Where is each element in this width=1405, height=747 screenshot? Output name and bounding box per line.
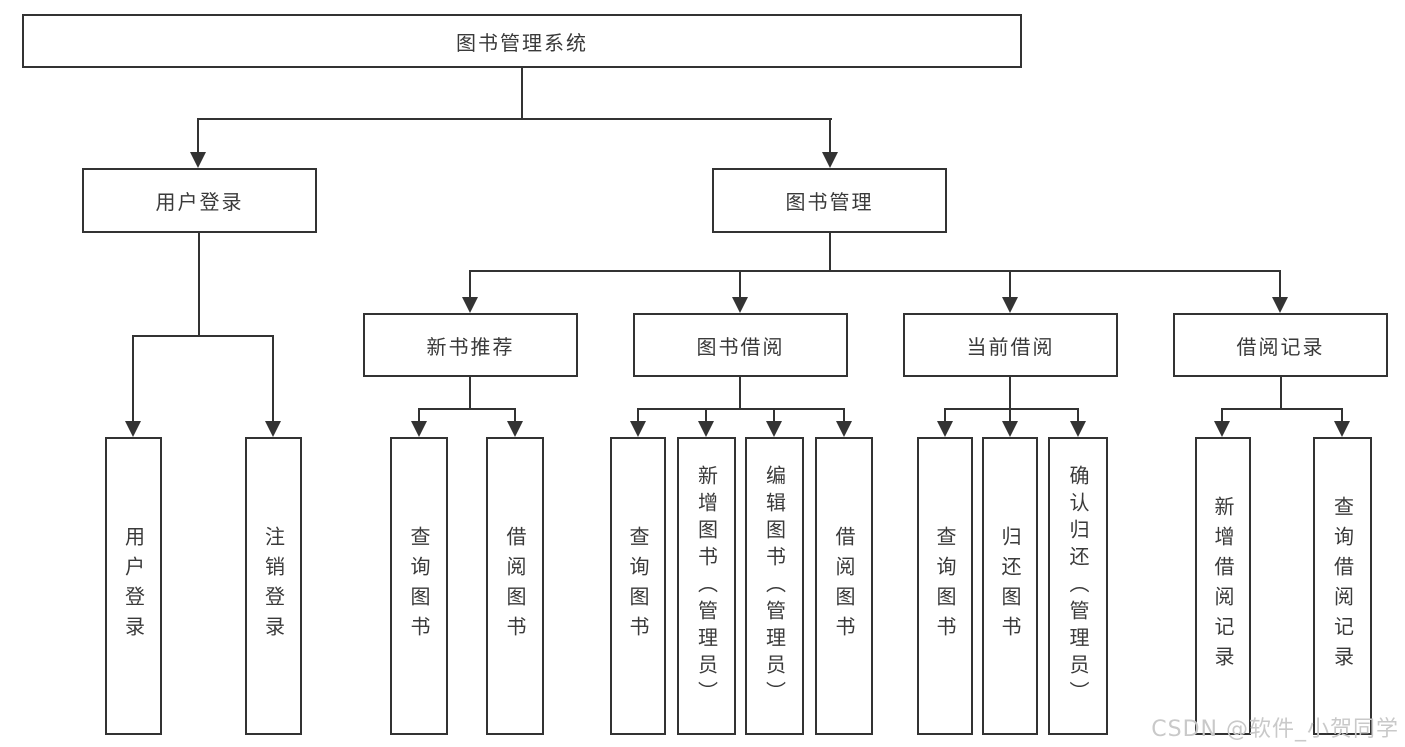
- node-leaf-edit-book: 编辑图书（管理员）: [745, 437, 804, 735]
- connector-line: [739, 270, 741, 301]
- connector-line: [469, 270, 471, 301]
- connector-line: [521, 68, 523, 118]
- node-label-leaf-add-record: 新增借阅记录: [1211, 496, 1235, 676]
- arrowhead-icon: [1272, 297, 1288, 313]
- arrowhead-icon: [630, 421, 646, 437]
- node-label-leaf-query-book-1: 查询图书: [407, 526, 431, 646]
- connector-line: [829, 118, 831, 156]
- connector-line: [272, 335, 274, 425]
- node-label-book-borrowing: 图书借阅: [696, 334, 785, 359]
- node-current-borrowing: 当前借阅: [903, 313, 1118, 377]
- node-label-leaf-query-record: 查询借阅记录: [1330, 496, 1355, 676]
- connector-line: [1009, 377, 1011, 408]
- node-leaf-add-record: 新增借阅记录: [1195, 437, 1251, 735]
- node-book-borrowing: 图书借阅: [633, 313, 848, 377]
- node-label-new-book-recommend: 新书推荐: [426, 334, 515, 359]
- node-label-leaf-edit-book: 编辑图书（管理员）: [762, 464, 787, 708]
- arrowhead-icon: [937, 421, 953, 437]
- node-label-leaf-confirm-return: 确认归还（管理员）: [1066, 464, 1090, 708]
- arrowhead-icon: [1002, 297, 1018, 313]
- connector-line: [469, 377, 471, 408]
- connector-line: [1341, 408, 1343, 425]
- arrowhead-icon: [1002, 421, 1018, 437]
- node-root-system: 图书管理系统: [22, 14, 1022, 68]
- node-leaf-borrow-book-1: 借阅图书: [486, 437, 544, 735]
- arrowhead-icon: [822, 152, 838, 168]
- node-borrowing-records: 借阅记录: [1173, 313, 1388, 377]
- connector-line: [132, 335, 274, 337]
- connector-line: [637, 408, 845, 410]
- node-label-leaf-borrow-book-2: 借阅图书: [832, 526, 856, 646]
- connector-line: [1009, 408, 1011, 425]
- node-label-root-system: 图书管理系统: [456, 30, 588, 55]
- connector-line: [1009, 270, 1011, 301]
- node-leaf-query-record: 查询借阅记录: [1313, 437, 1372, 735]
- connector-line: [469, 270, 1281, 272]
- node-label-user-login: 用户登录: [155, 190, 244, 214]
- node-leaf-query-book-2: 查询图书: [610, 437, 666, 735]
- node-leaf-borrow-book-2: 借阅图书: [815, 437, 873, 735]
- connector-line: [1077, 408, 1079, 425]
- connector-line: [1279, 270, 1281, 301]
- arrowhead-icon: [1070, 421, 1086, 437]
- arrowhead-icon: [1214, 421, 1230, 437]
- node-label-leaf-borrow-book-1: 借阅图书: [503, 526, 527, 646]
- node-leaf-query-book-3: 查询图书: [917, 437, 973, 735]
- connector-line: [1280, 377, 1282, 408]
- arrowhead-icon: [265, 421, 281, 437]
- connector-line: [418, 408, 420, 425]
- arrowhead-icon: [125, 421, 141, 437]
- node-label-leaf-user-login: 用户登录: [121, 526, 146, 646]
- arrowhead-icon: [190, 152, 206, 168]
- csdn-watermark: CSDN @软件_小贺同学: [1151, 717, 1399, 742]
- connector-line: [843, 408, 845, 425]
- arrowhead-icon: [698, 421, 714, 437]
- connector-line: [198, 233, 200, 335]
- arrowhead-icon: [411, 421, 427, 437]
- connector-line: [944, 408, 946, 425]
- node-label-leaf-add-book: 新增图书（管理员）: [694, 464, 719, 708]
- connector-line: [198, 118, 832, 120]
- arrowhead-icon: [732, 297, 748, 313]
- arrowhead-icon: [766, 421, 782, 437]
- arrowhead-icon: [836, 421, 852, 437]
- arrowhead-icon: [507, 421, 523, 437]
- connector-line: [132, 335, 134, 425]
- node-label-leaf-query-book-2: 查询图书: [626, 526, 650, 646]
- node-user-login: 用户登录: [82, 168, 317, 233]
- node-leaf-return-book: 归还图书: [982, 437, 1038, 735]
- node-leaf-logout: 注销登录: [245, 437, 302, 735]
- connector-line: [1221, 408, 1223, 425]
- node-leaf-add-book: 新增图书（管理员）: [677, 437, 736, 735]
- arrowhead-icon: [1334, 421, 1350, 437]
- connector-line: [829, 233, 831, 270]
- node-label-current-borrowing: 当前借阅: [966, 334, 1055, 359]
- connector-line: [418, 408, 516, 410]
- connector-line: [1221, 408, 1343, 410]
- node-new-book-recommend: 新书推荐: [363, 313, 578, 377]
- connector-line: [944, 408, 1079, 410]
- node-book-management: 图书管理: [712, 168, 947, 233]
- node-label-leaf-return-book: 归还图书: [998, 526, 1022, 646]
- connector-line: [739, 377, 741, 408]
- node-leaf-confirm-return: 确认归还（管理员）: [1048, 437, 1108, 735]
- connector-line: [705, 408, 707, 425]
- node-label-borrowing-records: 借阅记录: [1236, 334, 1325, 359]
- node-label-leaf-query-book-3: 查询图书: [933, 526, 957, 646]
- arrowhead-icon: [462, 297, 478, 313]
- node-leaf-user-login: 用户登录: [105, 437, 162, 735]
- node-label-leaf-logout: 注销登录: [261, 526, 286, 646]
- connector-line: [637, 408, 639, 425]
- node-label-book-management: 图书管理: [785, 190, 874, 214]
- connector-line: [197, 118, 199, 156]
- node-leaf-query-book-1: 查询图书: [390, 437, 448, 735]
- connector-line: [773, 408, 775, 425]
- connector-line: [514, 408, 516, 425]
